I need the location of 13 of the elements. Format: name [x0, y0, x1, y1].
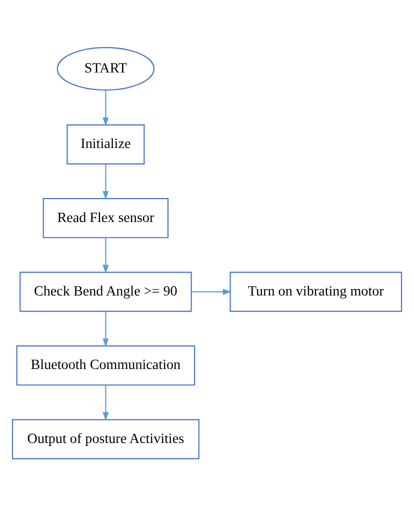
arrow	[102, 384, 109, 420]
node-box: Read Flex sensor	[42, 198, 169, 238]
node-box: Check Bend Angle >= 90	[20, 271, 192, 312]
node-box: Turn on vibrating motor	[230, 271, 402, 312]
node-ellipse: START	[56, 46, 155, 90]
node-box: Bluetooth Communication	[16, 344, 196, 386]
arrow	[102, 237, 109, 273]
arrow	[102, 90, 109, 126]
arrow	[102, 164, 109, 200]
node-box: Initialize	[66, 124, 145, 164]
arrow	[192, 288, 232, 294]
node-box: Output of posture Activities	[12, 418, 200, 459]
arrow	[102, 311, 109, 347]
